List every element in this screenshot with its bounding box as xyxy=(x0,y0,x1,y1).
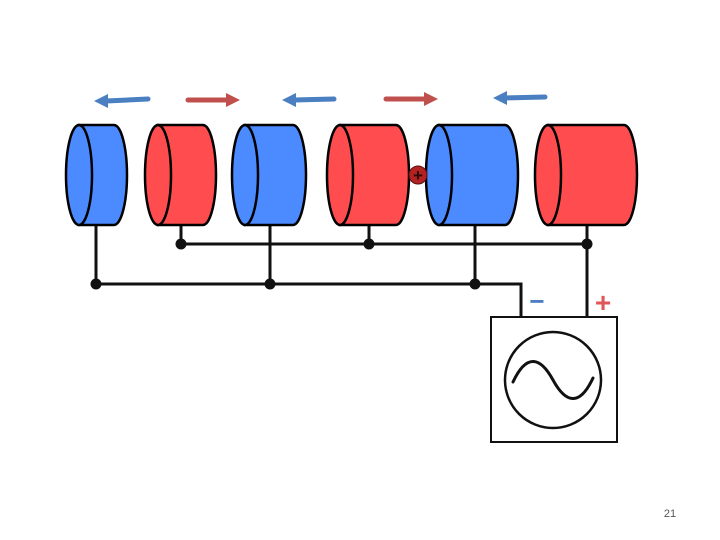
wiring xyxy=(94,226,589,316)
drift-tube-2 xyxy=(143,123,218,227)
junction-dot xyxy=(264,278,276,290)
junction-dot xyxy=(175,238,187,250)
junction-dot xyxy=(363,238,375,250)
field-arrow-3 xyxy=(282,93,337,107)
field-arrow-4 xyxy=(383,92,438,106)
page-number: 21 xyxy=(663,508,677,520)
minus-terminal-label: − xyxy=(529,286,544,316)
drift-tube-6 xyxy=(533,123,639,227)
wire-lower-bus xyxy=(94,226,523,316)
drift-tube-3 xyxy=(230,123,308,227)
drift-tube-1 xyxy=(64,123,129,227)
particle: + xyxy=(408,165,428,185)
ac-source: − + xyxy=(490,286,618,443)
ac-sine-icon xyxy=(511,360,595,400)
drift-tube-5 xyxy=(424,123,520,227)
junction-dot xyxy=(581,238,593,250)
drift-tube-4 xyxy=(325,123,411,227)
field-arrows xyxy=(94,91,548,108)
plus-terminal-label: + xyxy=(595,287,611,318)
drift-tubes xyxy=(64,123,639,227)
wire-upper-bus xyxy=(179,226,589,246)
junctions xyxy=(90,238,593,290)
particle-charge-label: + xyxy=(413,166,423,185)
junction-dot xyxy=(90,278,102,290)
field-arrow-1 xyxy=(94,94,151,108)
field-arrow-2 xyxy=(185,93,240,107)
field-arrow-5 xyxy=(493,91,548,105)
junction-dot xyxy=(469,278,481,290)
